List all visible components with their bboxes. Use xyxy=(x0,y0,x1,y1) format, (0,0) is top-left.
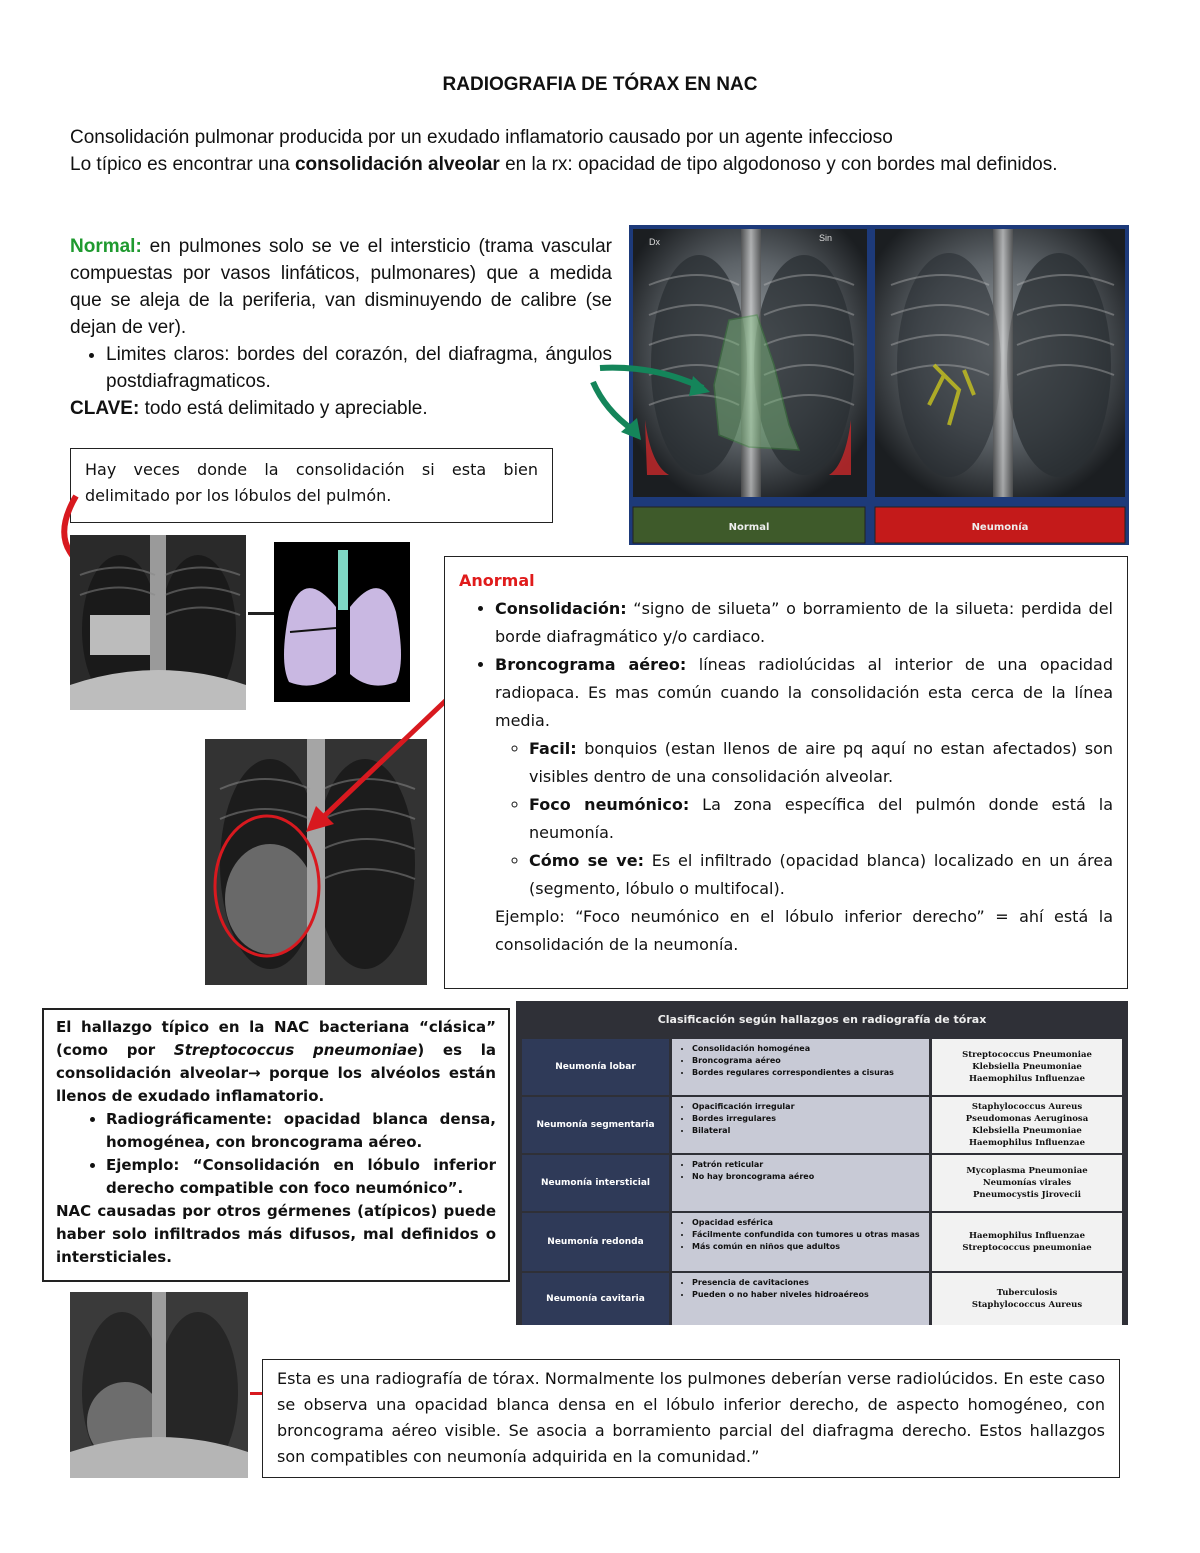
finding-item: Bilateral xyxy=(692,1125,923,1137)
final-connector xyxy=(250,1392,264,1395)
sin-label: Sin xyxy=(819,233,832,243)
agent-item: Klebsiella Pneumoniae xyxy=(972,1126,1082,1136)
finding-item: Opacificación irregular xyxy=(692,1101,923,1113)
agent-item: Staphylococcus Aureus xyxy=(971,1300,1083,1310)
anormal-item-broncograma: Broncograma aéreo: líneas radiolúcidas a… xyxy=(495,651,1113,903)
table-cell-findings: Consolidación homogéneaBroncograma aéreo… xyxy=(672,1039,929,1095)
table-cell-type: Neumonía cavitaria xyxy=(522,1273,669,1325)
table-cell-findings: Patrón reticularNo hay broncograma aéreo xyxy=(672,1155,929,1211)
agent-item: Streptococcus Pneumoniae xyxy=(962,1050,1092,1060)
clasica-box: El hallazgo típico en la NAC bacteriana … xyxy=(42,1008,510,1282)
xray-final-image xyxy=(70,1292,248,1478)
green-arrows xyxy=(590,364,710,440)
finding-item: Presencia de cavitaciones xyxy=(692,1277,923,1289)
normal-section: Normal: en pulmones solo se ve el inters… xyxy=(70,233,612,422)
xray-lobar-consolidation xyxy=(70,535,246,710)
clasica-list: Radiográficamente: opacidad blanca densa… xyxy=(56,1108,496,1200)
finding-item: Bordes irregulares xyxy=(692,1113,923,1125)
normal-bullet-limites: Limites claros: bordes del corazón, del … xyxy=(106,341,612,395)
anormal-example: Ejemplo: “Foco neumónico en el lóbulo in… xyxy=(495,907,1113,954)
agent-item: Pseudomonas Aeruginosa xyxy=(965,1114,1089,1124)
sub-item-facil: Facil: bonquios (estan llenos de aire pq… xyxy=(529,735,1113,791)
lungs-illustration xyxy=(274,542,410,702)
xray-final-case xyxy=(70,1292,248,1478)
anormal-heading: Anormal xyxy=(459,571,535,590)
xray-comparison-panel: Dx Sin Normal Neumonía xyxy=(629,225,1129,545)
anormal-box: Anormal Consolidación: “signo de silueta… xyxy=(444,556,1128,989)
anormal-sublist: Facil: bonquios (estan llenos de aire pq… xyxy=(495,735,1113,903)
agent-item: Klebsiella Pneumoniae xyxy=(972,1062,1082,1072)
classification-table: Clasificación según hallazgos en radiogr… xyxy=(516,1001,1128,1325)
table-cell-type: Neumonía lobar xyxy=(522,1039,669,1095)
dx-label: Dx xyxy=(649,237,660,247)
xray-comparison-image: Dx Sin Normal Neumonía xyxy=(632,229,1126,544)
finding-item: Bordes regulares correspondientes a cisu… xyxy=(692,1067,923,1079)
agent-item: Neumonías virales xyxy=(982,1178,1072,1188)
normal-bar-label: Normal xyxy=(729,522,770,533)
table-cell-type: Neumonía intersticial xyxy=(522,1155,669,1211)
page-title: RADIOGRAFIA DE TÓRAX EN NAC xyxy=(442,74,758,95)
table-cell-type: Neumonía segmentaria xyxy=(522,1097,669,1153)
clasica-item-radiograficamente: Radiográficamente: opacidad blanca densa… xyxy=(106,1108,496,1154)
intro-paragraph: Consolidación pulmonar producida por un … xyxy=(70,124,1130,178)
clasica-paragraph-1: El hallazgo típico en la NAC bacteriana … xyxy=(56,1018,497,1105)
finding-item: Más común en niños que adultos xyxy=(692,1241,923,1253)
clave-line: CLAVE: todo está delimitado y apreciable… xyxy=(70,398,428,419)
neumonia-bar-label: Neumonía xyxy=(972,521,1029,533)
agent-item: Staphylococcus Aureus xyxy=(971,1102,1083,1112)
agent-item: Haemophilus Influenzae xyxy=(969,1074,1085,1084)
anormal-item-consolidacion: Consolidación: “signo de silueta” o borr… xyxy=(495,595,1113,651)
finding-item: Consolidación homogénea xyxy=(692,1043,923,1055)
table-row: Neumonía segmentariaOpacificación irregu… xyxy=(522,1097,1122,1153)
finding-item: Patrón reticular xyxy=(692,1159,923,1171)
table-header: Clasificación según hallazgos en radiogr… xyxy=(657,1013,987,1026)
agent-item: Haemophilus Influenzae xyxy=(969,1138,1085,1148)
agent-item: Streptococcus pneumoniae xyxy=(962,1243,1092,1253)
lobulos-note-box: Hay veces donde la consolidación si esta… xyxy=(70,448,553,523)
table-cell-findings: Presencia de cavitacionesPueden o no hab… xyxy=(672,1273,929,1325)
clasica-paragraph-2: NAC causadas por otros gérmenes (atípico… xyxy=(56,1202,496,1266)
table-row: Neumonía intersticialPatrón reticularNo … xyxy=(522,1155,1122,1211)
finding-item: Fácilmente confundida con tumores u otra… xyxy=(692,1229,923,1241)
sub-item-foco: Foco neumónico: La zona específica del p… xyxy=(529,791,1113,847)
normal-label: Normal: xyxy=(70,236,142,257)
anormal-list: Consolidación: “signo de silueta” o borr… xyxy=(459,595,1113,903)
table-cell-type: Neumonía redonda xyxy=(522,1213,669,1271)
final-description-box: Esta es una radiografía de tórax. Normal… xyxy=(262,1359,1120,1478)
xray-neumonic-focus xyxy=(205,739,427,985)
agent-item: Pneumocystis Jirovecii xyxy=(972,1190,1081,1200)
connector-line xyxy=(248,612,276,615)
intro-line-1: Consolidación pulmonar producida por un … xyxy=(70,127,893,148)
finding-item: Broncograma aéreo xyxy=(692,1055,923,1067)
table-cell-findings: Opacificación irregularBordes irregulare… xyxy=(672,1097,929,1153)
finding-item: Opacidad esférica xyxy=(692,1217,923,1229)
table-row: Neumonía lobarConsolidación homogéneaBro… xyxy=(522,1039,1122,1095)
agent-item: Haemophilus Influenzae xyxy=(969,1231,1085,1241)
intro-line-2: Lo típico es encontrar una consolidación… xyxy=(70,154,1058,175)
sub-item-como-se-ve: Cómo se ve: Es el infiltrado (opacidad b… xyxy=(529,847,1113,903)
xray-lobar-image xyxy=(70,535,246,710)
table-row: Neumonía cavitariaPresencia de cavitacio… xyxy=(522,1273,1122,1325)
table-row: Neumonía redondaOpacidad esféricaFácilme… xyxy=(522,1213,1122,1271)
table-cell-findings: Opacidad esféricaFácilmente confundida c… xyxy=(672,1213,929,1271)
normal-description: Normal: en pulmones solo se ve el inters… xyxy=(70,236,612,338)
finding-item: Pueden o no haber niveles hidroaéreos xyxy=(692,1289,923,1301)
clasica-item-ejemplo: Ejemplo: “Consolidación en lóbulo inferi… xyxy=(106,1154,496,1200)
finding-item: No hay broncograma aéreo xyxy=(692,1171,923,1183)
agent-item: Mycoplasma Pneumoniae xyxy=(966,1166,1088,1176)
lungs-illustration-image xyxy=(284,550,401,686)
normal-bullets: Limites claros: bordes del corazón, del … xyxy=(70,341,612,395)
agent-item: Tuberculosis xyxy=(996,1288,1058,1298)
xray-focus-image xyxy=(205,739,427,985)
